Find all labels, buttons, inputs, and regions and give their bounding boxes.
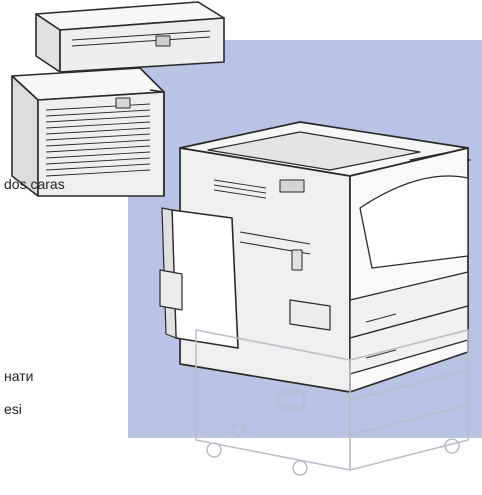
- feeder-label-line2: esi: [4, 401, 22, 417]
- optional-feeder-cabinet: [195, 329, 469, 476]
- accessory-top-module: [35, 1, 225, 73]
- duplex-unit-label: dos caras: [4, 176, 65, 192]
- printer-body: [159, 121, 471, 393]
- accessory-duplex-unit: [11, 67, 165, 197]
- feeder-label-line1: нати: [4, 368, 34, 384]
